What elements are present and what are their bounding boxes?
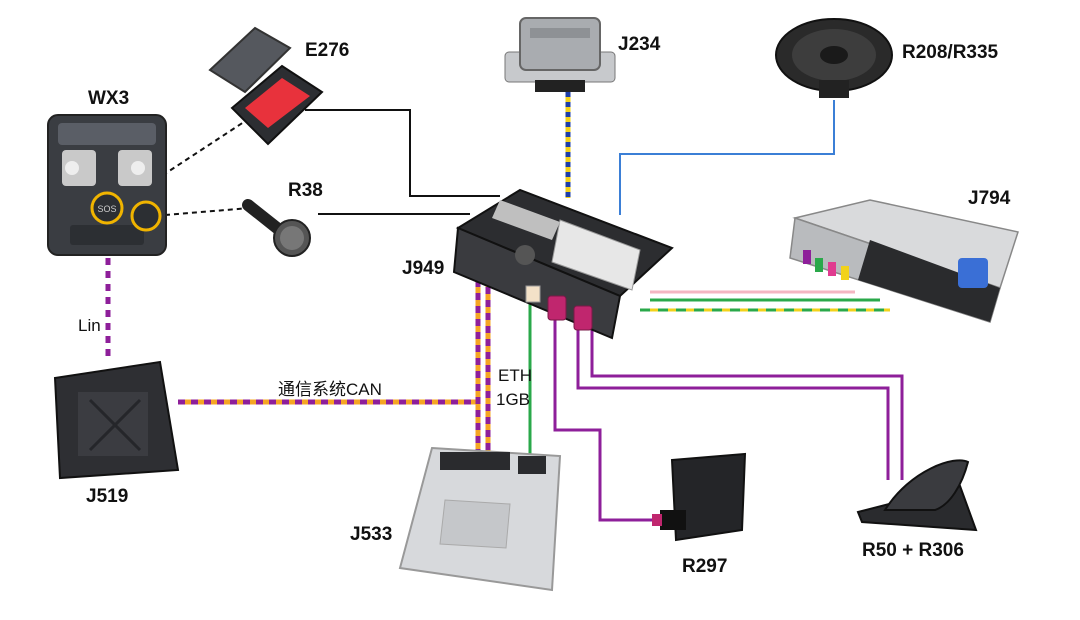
r38-microphone — [242, 199, 311, 257]
label-eth-speed: 1GB — [496, 390, 531, 409]
svg-text:SOS: SOS — [97, 204, 116, 214]
r50-antenna — [856, 459, 978, 532]
wire-r208-j949 — [619, 100, 835, 215]
label-j519: J519 — [86, 486, 129, 507]
label-eth: ETH — [498, 366, 532, 385]
label-lin: Lin — [78, 316, 101, 335]
j794-module — [789, 199, 1019, 323]
wire-j949-r297 — [553, 320, 660, 522]
label-j234: J234 — [618, 34, 661, 55]
r208-speaker — [775, 18, 893, 98]
wire-wx3-r38-dashed — [164, 207, 251, 216]
j234-module — [504, 17, 616, 92]
wx3-button-ring-right — [130, 200, 162, 232]
j949-module — [452, 188, 674, 340]
wire-j949-r50-b — [590, 330, 904, 480]
label-wx3: WX3 — [88, 88, 130, 109]
label-r50: R50 + R306 — [862, 540, 964, 561]
wire-wx3-e276-dashed — [124, 117, 251, 201]
wx3-button-ring-left — [90, 191, 124, 225]
wires — [105, 92, 904, 522]
label-j949: J949 — [402, 258, 445, 279]
label-r38: R38 — [288, 180, 323, 201]
j533-module — [398, 446, 562, 592]
label-e276: E276 — [305, 40, 350, 61]
wire-j949-r50-a — [576, 330, 890, 480]
e276-button — [208, 26, 324, 146]
wire-e276-j949 — [305, 109, 500, 197]
label-r208: R208/R335 — [902, 42, 999, 63]
label-can: 通信系统CAN — [278, 380, 382, 399]
r297-module — [652, 452, 747, 542]
label-j533: J533 — [350, 524, 393, 545]
wx3-module: SOS — [47, 114, 167, 256]
label-r297: R297 — [682, 556, 728, 577]
label-j794: J794 — [968, 188, 1011, 209]
j519-module — [53, 360, 180, 480]
